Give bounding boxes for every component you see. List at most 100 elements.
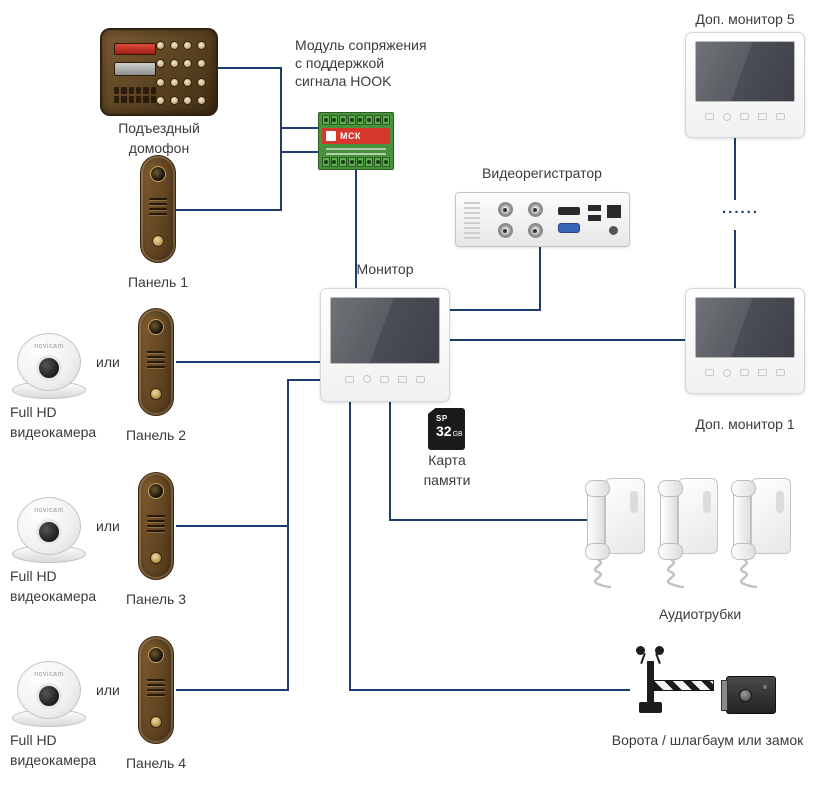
memory-card-label-line1: Карта [428,452,466,468]
or-text-1: или [96,354,120,370]
monitor-touch-buttons [695,102,795,131]
camera-label-line2: видеокамера [10,588,97,604]
panel-camera-eye-icon [148,647,164,663]
camera-brand-text: novicam [34,343,64,350]
monitor5-label: Доп. монитор 5 [695,11,795,27]
camera-dome: novicam [17,333,81,391]
additional-monitor-1-device [685,288,805,394]
audio-handset-1-device [585,478,647,590]
additional-monitor-5-device [685,32,805,138]
dome-camera-3-device: novicam [8,661,90,727]
dvr-vga-port [558,223,580,233]
audio-handset-2-device [658,478,720,590]
electric-lock-device [721,676,776,714]
door-panel-1-device [140,155,176,263]
handset-tube [585,480,610,560]
monitor-touch-buttons [330,364,440,395]
camera-2-label: Full HD видеокамера [10,566,96,606]
omitted-monitors-ellipsis: ...... [722,200,760,217]
main-monitor-device [320,288,450,402]
camera-label-line2: видеокамера [10,752,97,768]
lock-face-plate [721,680,728,711]
lock-cylinder-icon [739,689,752,702]
door-panel-3-device [138,472,174,580]
barrier-lamp-icon [636,646,645,655]
intercom-keypad [156,41,206,105]
monitor-touch-buttons [695,358,795,387]
camera-lens-icon [36,519,62,545]
intercom-speaker-slot [114,43,156,55]
barrier-device [630,646,720,720]
camera-dome: novicam [17,497,81,555]
board-logo-icon [326,131,336,141]
camera-label-line2: видеокамера [10,424,97,440]
hook-module-caption-line3: сигнала HOOK [295,73,392,89]
monitor-label: Монитор [356,261,414,277]
dvr-hdmi-port [558,207,580,215]
handset-base [751,478,791,554]
door-panel-2-device [138,308,174,416]
handset-tube [658,480,683,560]
terminal-block-bottom [322,157,390,167]
board-text-lines [326,148,386,155]
dvr-label: Видеорегистратор [482,165,602,181]
wire-dvr-monitor [450,247,541,311]
hook-module-caption-line1: Модуль сопряжения [295,37,427,53]
door-panel-4-device [138,636,174,744]
intercom-grill [114,87,156,103]
sd-brand-text: SP [436,414,448,423]
camera-1-label: Full HD видеокамера [10,402,96,442]
panel-call-button [150,388,162,400]
dvr-power-jack [609,226,618,235]
handset-cord [666,560,685,589]
lock-screw [763,685,767,689]
sd-size-text: 32 [436,423,452,439]
barrier-base [639,702,662,713]
intercom-display [114,62,156,76]
board-name: МСК [340,131,361,141]
panel-speaker-grill [147,679,165,696]
panel-call-button [150,716,162,728]
panel-camera-eye-icon [150,166,166,182]
audio-handset-3-device [731,478,793,590]
camera-label-line1: Full HD [10,732,57,748]
panel-call-button [150,552,162,564]
handset-base [605,478,645,554]
barrier-striped-arm [654,680,714,691]
dvr-device [455,192,630,247]
monitor-screen [330,297,440,364]
dvr-usb-ports [588,205,601,221]
or-text-3: или [96,682,120,698]
monitor-screen [695,41,795,103]
terminal-block-top [322,115,390,125]
panel-camera-eye-icon [148,319,164,335]
hook-module-board: МСК [318,112,394,170]
panel-speaker-grill [147,351,165,368]
handset-base [678,478,718,554]
panel-1-label: Панель 1 [127,274,189,290]
wire-panel3-monitor [176,379,320,527]
memory-card-label-line2: памяти [423,472,471,488]
gate-label: Ворота / шлагбаум или замок [611,732,804,748]
camera-lens-icon [36,683,62,709]
handset-tube [731,480,756,560]
camera-brand-text: novicam [34,507,64,514]
monitor1-label: Доп. монитор 1 [695,416,795,432]
hook-module-caption: Модуль сопряжения с поддержкой сигнала H… [295,36,465,90]
panel-call-button [152,235,164,247]
handsets-label: Аудиотрубки [658,606,742,622]
panel-4-label: Панель 4 [125,755,187,771]
dvr-bnc-connectors [490,199,550,241]
entrance-intercom-device [100,28,218,116]
camera-label-line1: Full HD [10,568,57,584]
monitor-screen [695,297,795,359]
barrier-post [647,661,654,704]
sd-unit-text: GB [452,431,463,438]
handset-cord [739,560,758,589]
panel-speaker-grill [149,198,167,215]
board-label-strip: МСК [322,128,390,144]
camera-lens-icon [36,355,62,381]
handset-cord [593,560,612,589]
memory-card-label: Карта памяти [407,450,487,490]
